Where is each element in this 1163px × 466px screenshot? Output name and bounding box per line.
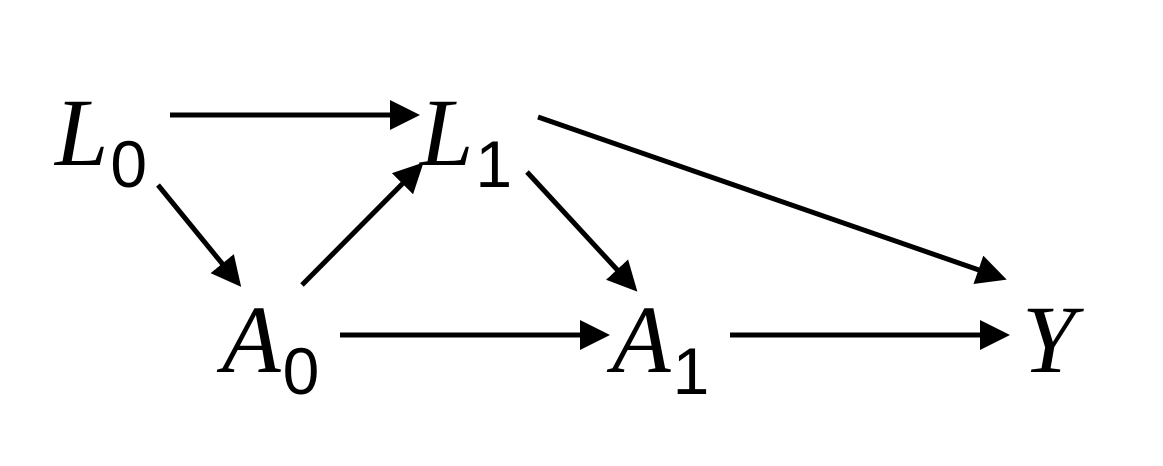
node-subscript: 0 <box>110 127 148 201</box>
node-letter: L <box>55 79 109 186</box>
node-A1: A1 <box>612 292 709 405</box>
node-L1: L1 <box>420 85 512 198</box>
edge-L1-to-Y <box>537 114 1007 284</box>
node-letter: Y <box>1022 286 1076 393</box>
node-letter: A <box>222 286 281 393</box>
node-Y: Y <box>1022 292 1075 388</box>
node-subscript: 0 <box>282 334 320 408</box>
node-letter: L <box>420 79 474 186</box>
edge-A0-to-L1 <box>300 162 424 287</box>
node-letter: A <box>612 286 671 393</box>
edge-L0-to-A0 <box>156 183 242 287</box>
edge-L1-to-A1 <box>525 170 638 292</box>
node-subscript: 1 <box>672 334 710 408</box>
node-A0: A0 <box>222 292 319 405</box>
node-L0: L0 <box>55 85 147 198</box>
node-subscript: 1 <box>475 127 513 201</box>
